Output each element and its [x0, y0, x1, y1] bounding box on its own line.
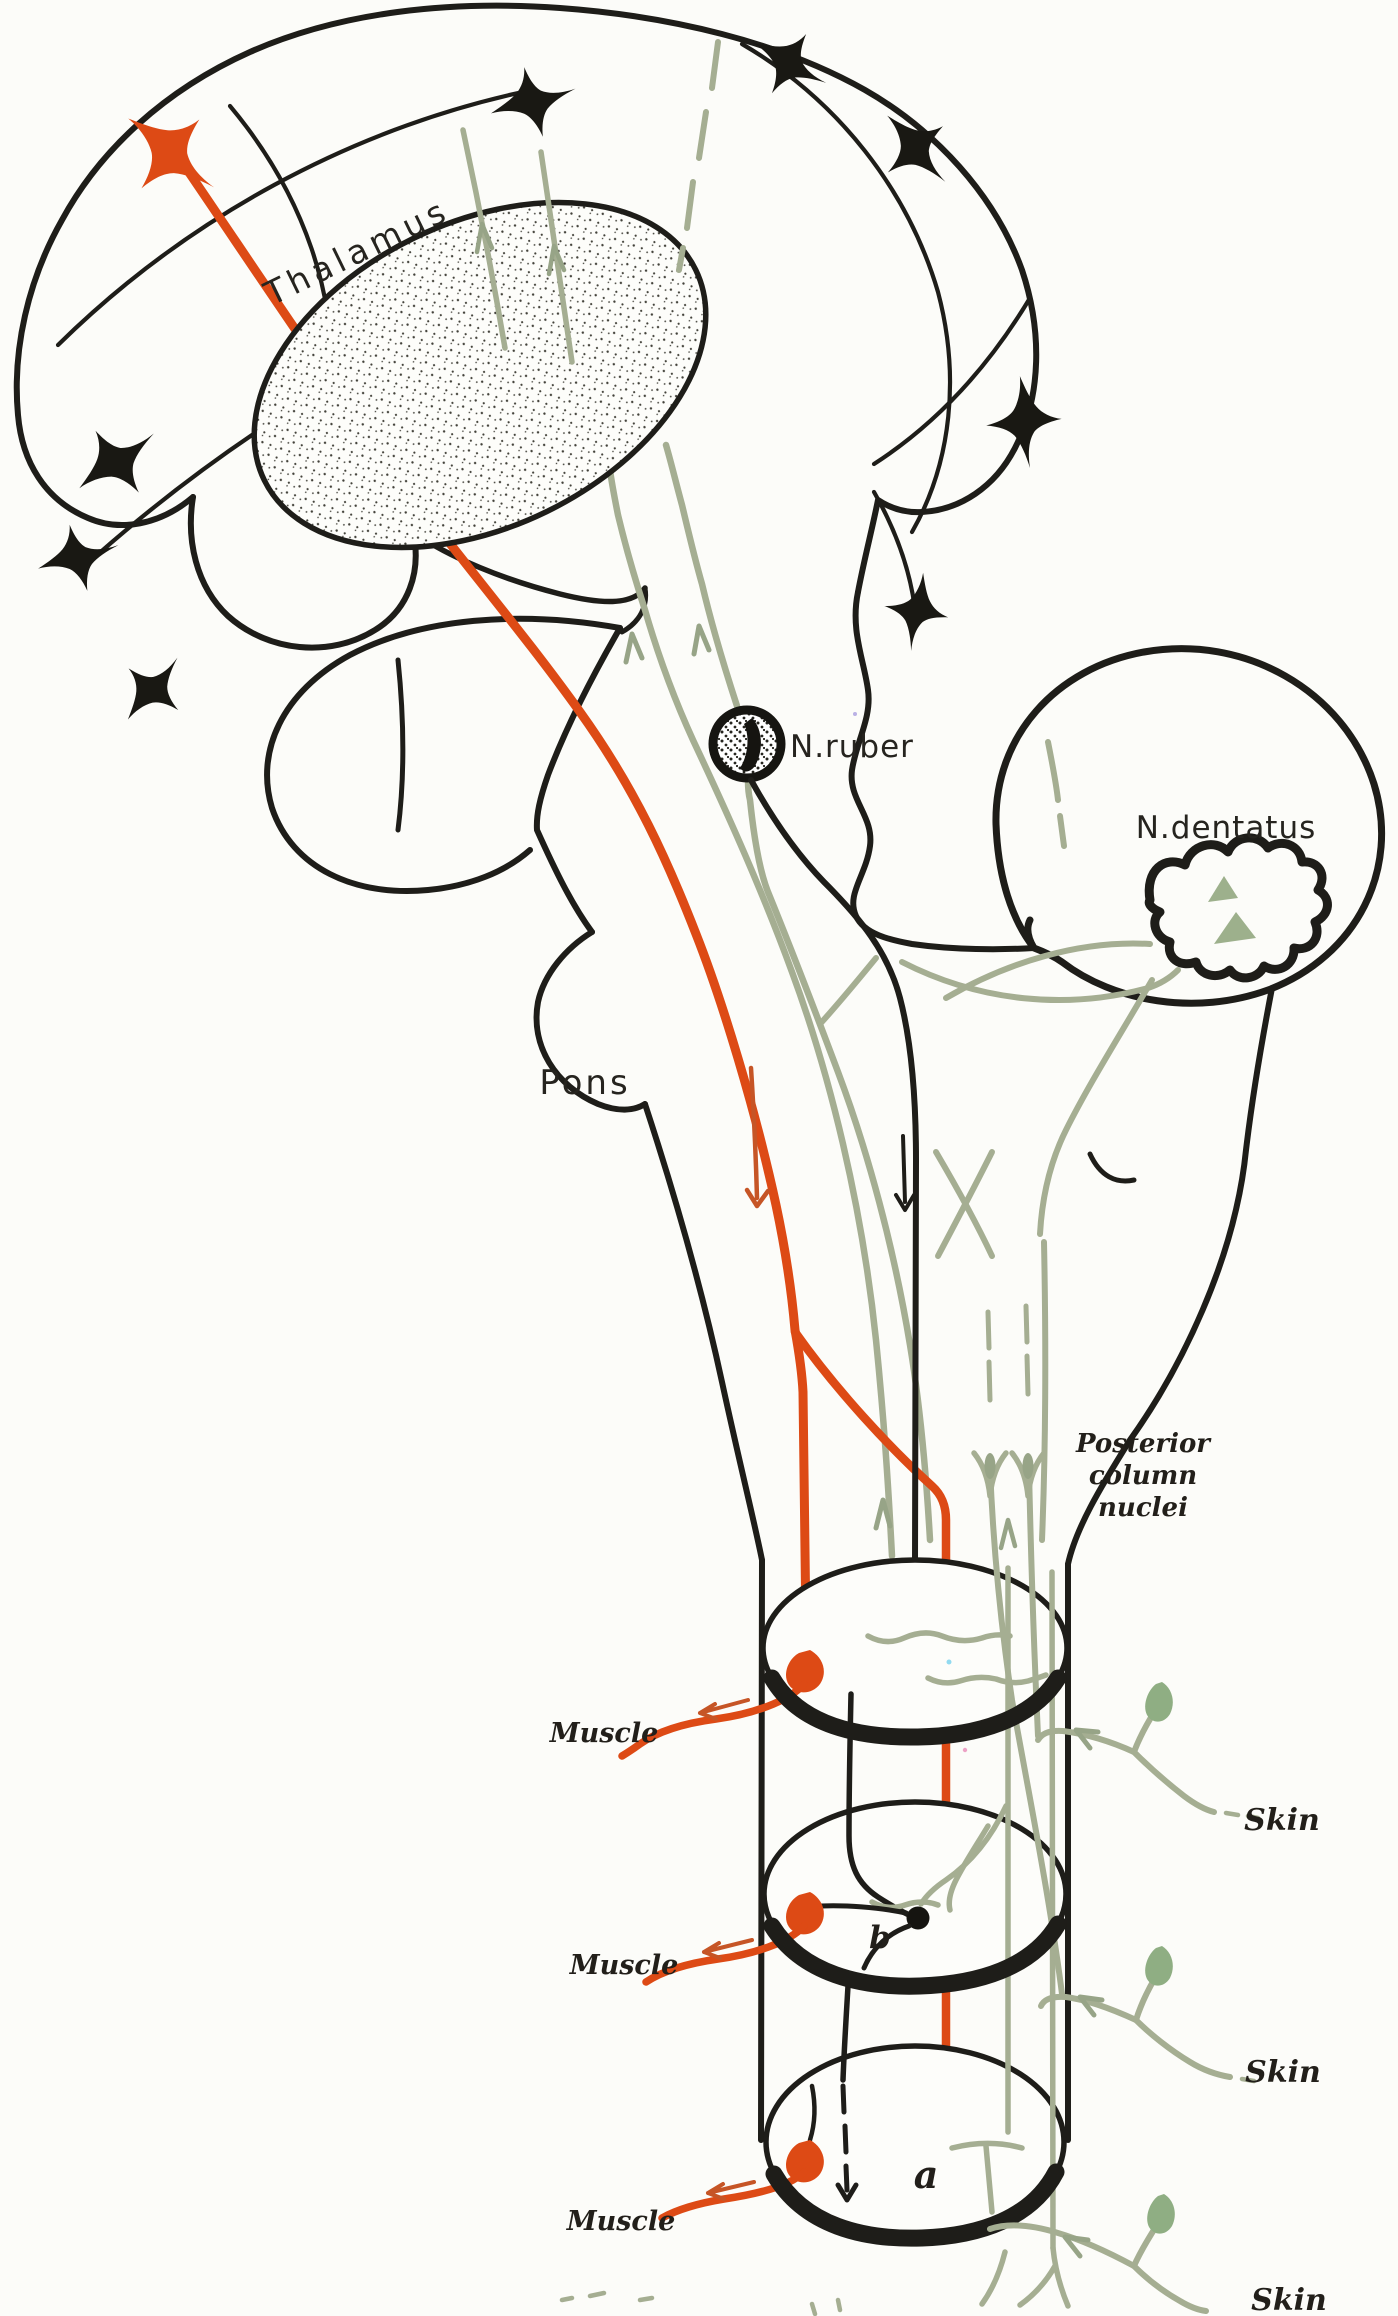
neuron-icon: [982, 372, 1066, 472]
ascending-arrow-icon: [691, 623, 712, 657]
red-nucleus-label: N.ruber: [790, 729, 914, 765]
pons-and-brainstem-outline: [264, 589, 1275, 1567]
receptor-bulb-icon: [1145, 1682, 1173, 1722]
muscle-label-2: Muscle: [569, 1950, 679, 1981]
dentate-nucleus-label: N.dentatus: [1136, 810, 1317, 846]
segment-1-gray-matter: [865, 1630, 1049, 1686]
muscle-arrow-icon: [706, 2180, 756, 2201]
ascending-arrow-icon: [873, 1497, 893, 1531]
skin-receptor-1: [1035, 1682, 1261, 1821]
skin-label-1: Skin: [1244, 1803, 1320, 1838]
segment-2-gray-matter: [818, 1803, 1009, 1971]
receptor-bulb-icon: [1145, 1946, 1173, 1986]
faded-dashes: [559, 2290, 843, 2316]
segment-3-gray-matter: [949, 2140, 1025, 2215]
skin-label-3: Skin: [1251, 2283, 1327, 2316]
descending-arrow-icon: [894, 1134, 916, 1212]
interrupted-fiber-dashes: [676, 39, 721, 273]
dentate-interior-mark: [1208, 876, 1238, 902]
muscle-arrow-icon: [702, 1938, 754, 1960]
motor-neuron-soma: [785, 2140, 824, 2183]
red-nucleus-cell: [740, 718, 761, 772]
motor-neuron-soma: [785, 1892, 824, 1935]
cerebellar-peduncle-curve: [899, 959, 1181, 1003]
medial-lemniscus-pathways: [606, 441, 1181, 1560]
neuron-icon: [735, 13, 843, 115]
neuron-icon: [877, 567, 956, 657]
afferent-arrow-icon: [1077, 1994, 1105, 2018]
muscle-label-1: Muscle: [549, 1718, 659, 1749]
receptor-bulb-icon: [1147, 2194, 1175, 2234]
posterior-column-nuclei-label-line1: Posterior: [1075, 1429, 1212, 1459]
ascending-arrow-icon: [623, 631, 645, 665]
neuron-icon: [859, 92, 972, 207]
ascending-arrow-icon: [546, 243, 567, 277]
skin-afferent-fibers: [559, 1682, 1261, 2316]
cerebellum: [992, 645, 1386, 1007]
segment-letter-a: a: [914, 2152, 939, 2197]
interneuron-b-soma: [906, 1906, 930, 1930]
pyramidal-neuron-icon: [99, 84, 242, 224]
segment-letter-b: b: [869, 1920, 891, 1956]
thalamus: Thalamus: [251, 190, 709, 551]
ascending-arrow-icon: [474, 221, 495, 255]
muscle-label-3: Muscle: [566, 2206, 676, 2237]
annotation-labels: Posterior column nuclei Muscle Muscle Mu…: [549, 1429, 1327, 2316]
descending-arrow-icon: [744, 1065, 771, 1209]
red-nucleus: N.ruber: [708, 705, 914, 783]
dentate-nucleus-outline: [1144, 833, 1332, 983]
neuron-icon: [103, 637, 204, 741]
print-registration-specks: [853, 712, 968, 1753]
skin-label-2: Skin: [1245, 2055, 1321, 2090]
section-heavy-bands: [763, 1669, 1067, 2247]
thalamocortical-fibers: [460, 39, 721, 365]
neuron-icon: [481, 55, 586, 149]
skin-receptor-2: [1038, 1946, 1257, 2084]
motor-neuron-soma: [785, 1650, 824, 1693]
pons-label: Pons: [539, 1063, 630, 1103]
afferent-arrow-icon: [1062, 2234, 1091, 2259]
skin-receptor-3: [987, 2194, 1209, 2314]
afferent-arrow-icon: [1073, 1727, 1101, 1751]
muscle-arrow-icon: [698, 1698, 750, 1721]
posterior-column-nuclei-endings: [971, 1450, 1047, 1499]
dentate-interior-mark: [1214, 912, 1256, 944]
posterior-column-nuclei-label-line3: nuclei: [1098, 1493, 1188, 1523]
rubrospinal-terminal-dashed-arrow: [835, 2083, 859, 2203]
posterior-column-nuclei-label-line2: column: [1089, 1461, 1197, 1491]
ascending-arrow-icon: [998, 1517, 1018, 1551]
